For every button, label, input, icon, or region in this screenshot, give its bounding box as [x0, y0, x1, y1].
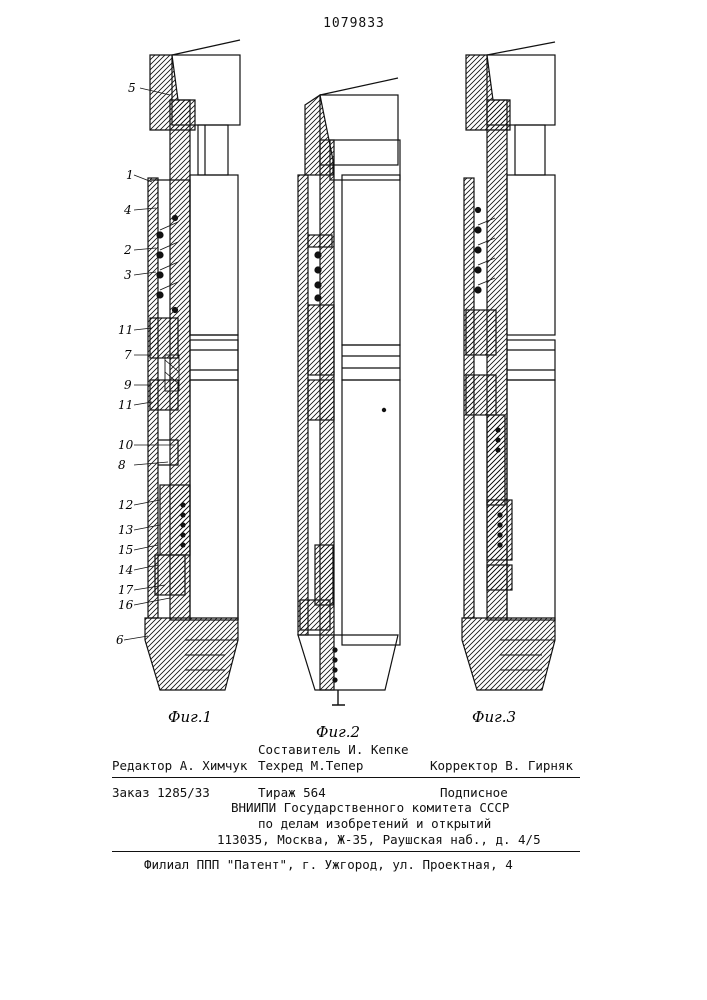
figure-1-label: 1 — [126, 168, 134, 182]
figure-1-caption: Фиг.1 — [168, 708, 212, 726]
figure-1-label: 17 — [118, 583, 134, 597]
figure-1-label: 7 — [124, 348, 132, 362]
figure-1-label: 11 — [118, 398, 133, 412]
figure-1-label: 13 — [118, 523, 134, 537]
compiler-credit: Составитель И. Кепке — [258, 742, 409, 757]
techred-credit: Техред М.Тепер — [258, 758, 363, 773]
order-number: Заказ 1285/33 — [112, 785, 210, 800]
editor-credit: Редактор А. Химчук — [112, 758, 247, 773]
subscription: Подписное — [440, 785, 508, 800]
figure-3-caption: Фиг.3 — [472, 708, 516, 726]
figure-2-caption: Фиг.2 — [316, 723, 360, 741]
figure-1-label: 3 — [124, 268, 132, 282]
org-line-1: ВНИИПИ Государственного комитета СССР — [231, 800, 509, 815]
figure-1-label: 9 — [124, 378, 132, 392]
figure-1-label: 12 — [118, 498, 133, 512]
figure-1-labels: 514231179111081213151417166 — [116, 81, 136, 647]
figure-1-label: 15 — [118, 543, 133, 557]
figure-1-label: 11 — [118, 323, 133, 337]
figure-3-drawing — [462, 42, 555, 690]
figure-1-drawing — [124, 40, 240, 690]
figure-2-drawing — [298, 78, 400, 705]
divider-1 — [112, 777, 580, 778]
org-address: 113035, Москва, Ж-35, Раушская наб., д. … — [217, 832, 541, 847]
figure-1-label: 16 — [118, 598, 134, 612]
corrector-credit: Корректор В. Гирняк — [430, 758, 573, 773]
divider-2 — [112, 851, 580, 852]
circulation: Тираж 564 — [258, 785, 326, 800]
figure-1-label: 2 — [123, 243, 132, 257]
branch-line: Филиал ППП "Патент", г. Ужгород, ул. Про… — [144, 857, 513, 872]
figure-1-label: 4 — [123, 203, 132, 217]
org-line-2: по делам изобретений и открытий — [258, 816, 491, 831]
figure-1-label: 8 — [118, 458, 126, 472]
figure-1-label: 5 — [128, 81, 136, 95]
figure-1-label: 6 — [116, 633, 124, 647]
figure-1-label: 10 — [118, 438, 134, 452]
figure-1-label: 14 — [118, 563, 133, 577]
